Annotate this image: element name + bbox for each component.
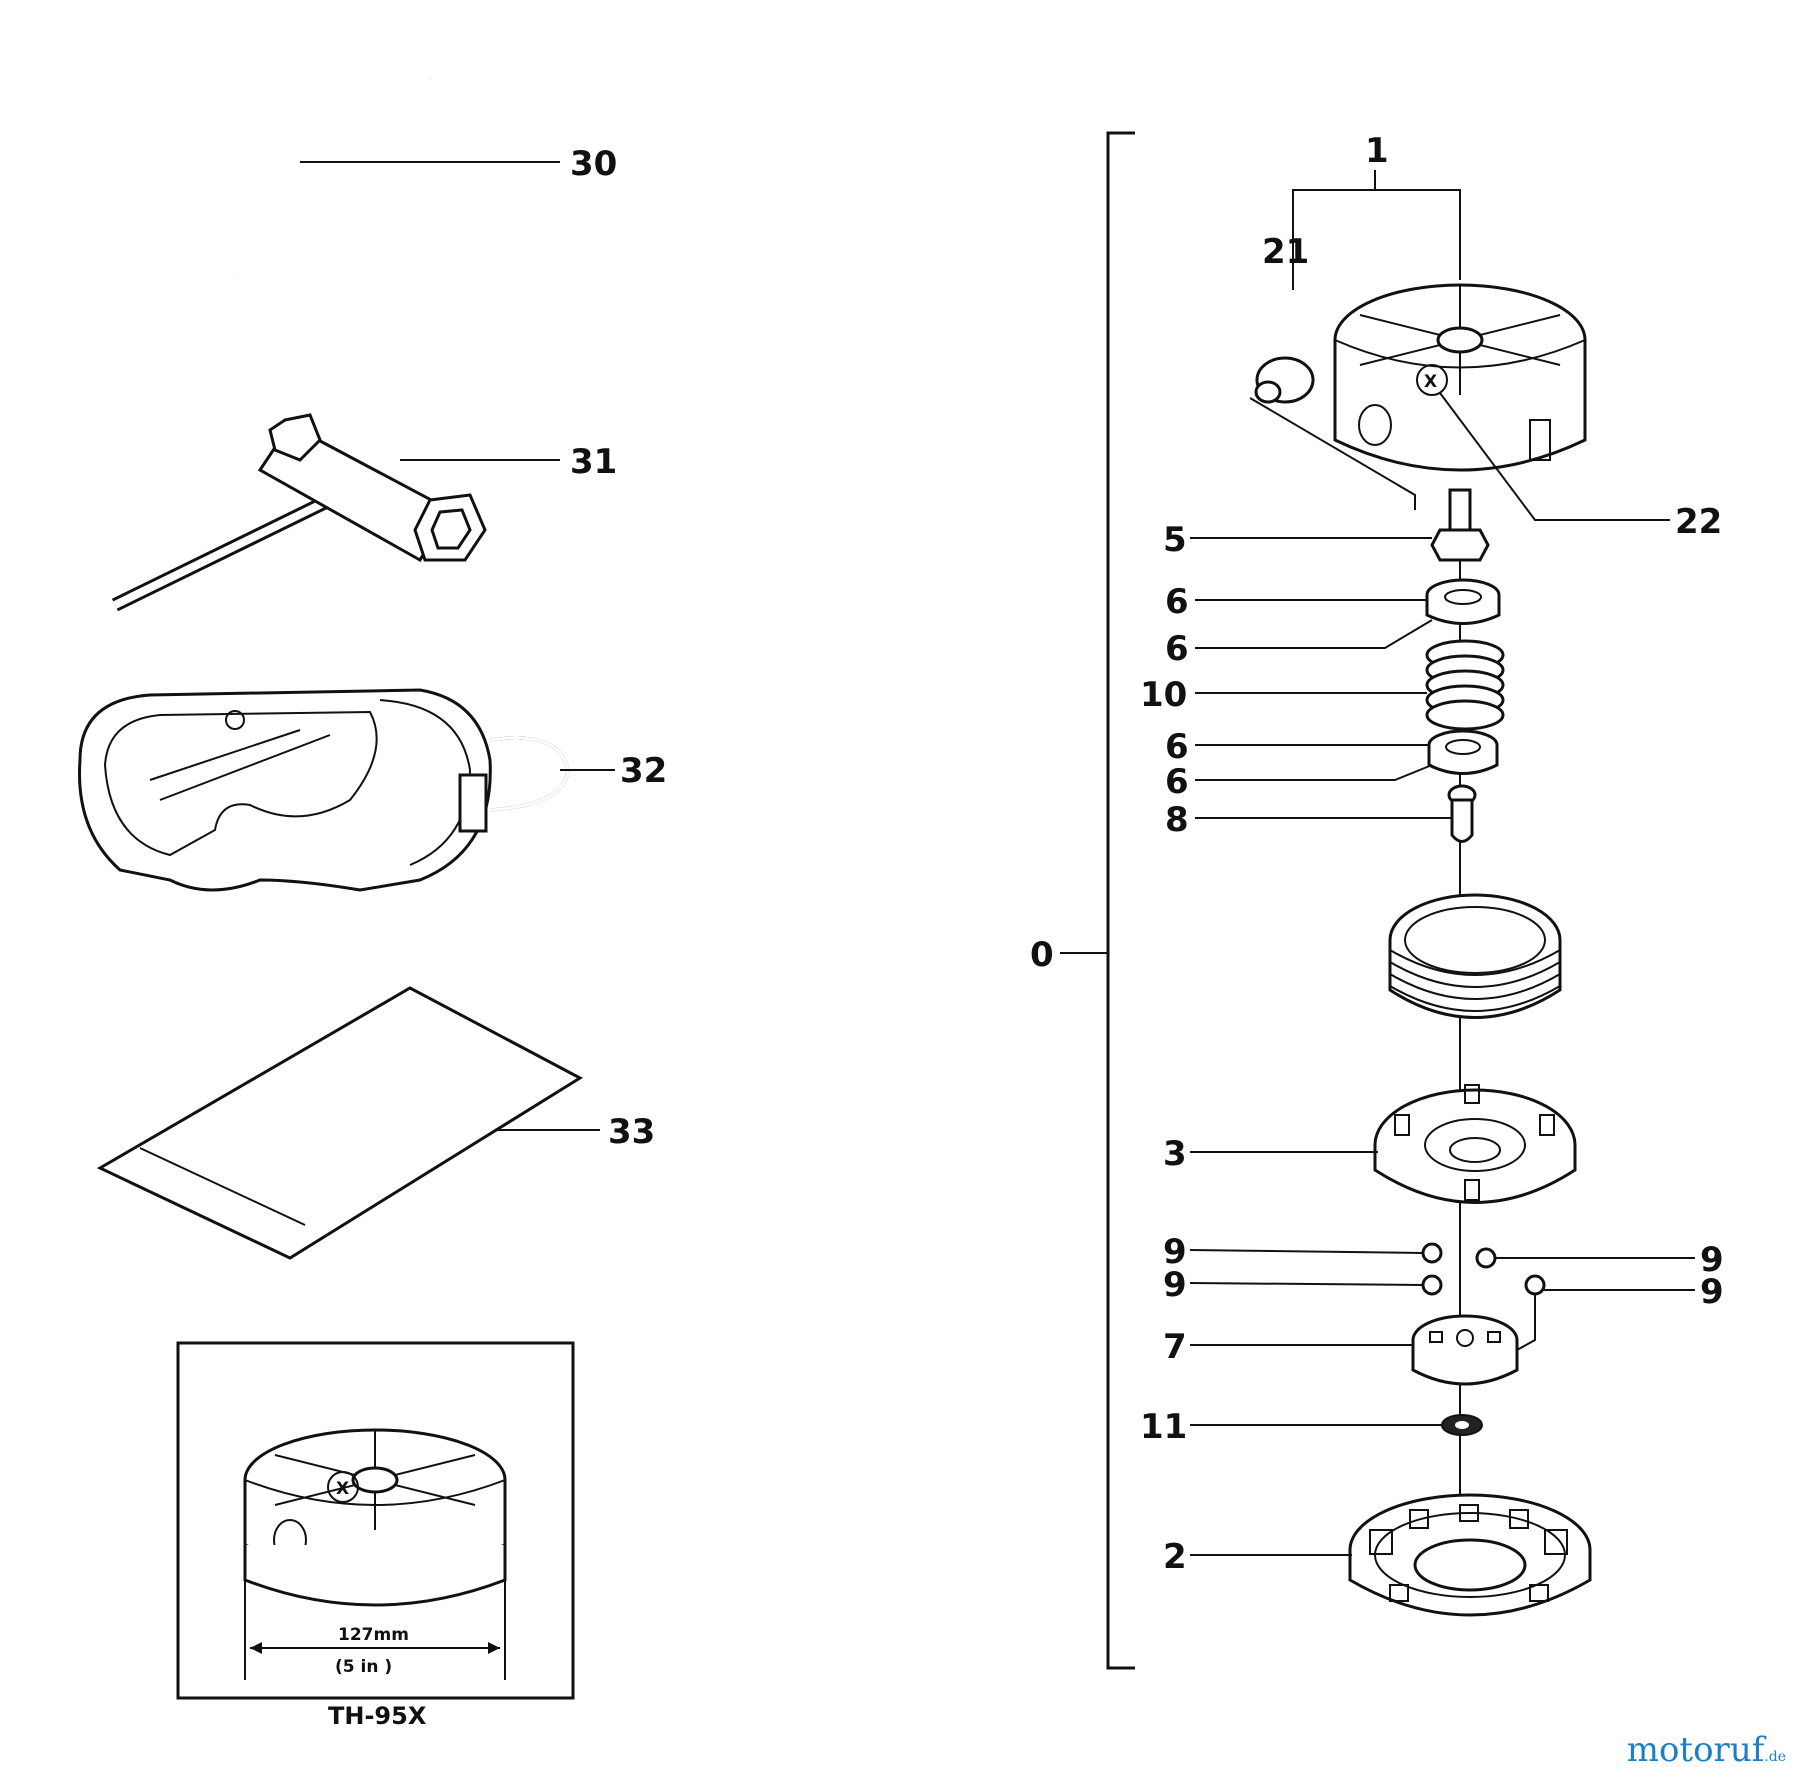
inset-box: X xyxy=(176,1341,575,1700)
spring-cup-lower xyxy=(1427,729,1499,775)
assembly-bracket xyxy=(1106,131,1135,1670)
inset-head-mark: X xyxy=(336,1479,349,1499)
bracket-1 xyxy=(1292,189,1461,290)
cap-mark: X xyxy=(1424,372,1437,392)
label-1: 1 xyxy=(1365,131,1389,171)
label-22: 22 xyxy=(1675,502,1722,542)
inset-model-label: TH-95X xyxy=(328,1702,427,1730)
watermark-tld: .de xyxy=(1764,1749,1786,1765)
label-2: 2 xyxy=(1163,1537,1187,1577)
leader-9b xyxy=(1189,1282,1424,1286)
label-0: 0 xyxy=(1030,935,1054,975)
inset-dimension-mm: 127mm xyxy=(338,1625,409,1645)
spring-cup-upper xyxy=(1425,578,1501,625)
label-10: 10 xyxy=(1140,675,1187,715)
label-6c: 6 xyxy=(1165,727,1189,767)
hub-7 xyxy=(1411,1314,1519,1386)
leader-22 xyxy=(1439,392,1670,521)
knob-21 xyxy=(1254,356,1315,404)
label-32: 32 xyxy=(620,751,667,791)
leader-9a xyxy=(1189,1249,1424,1254)
label-6d: 6 xyxy=(1165,762,1189,802)
hex-key-illustration xyxy=(143,76,431,278)
balls-9 xyxy=(1421,1242,1546,1296)
leader-6b xyxy=(1195,619,1433,649)
label-6a: 6 xyxy=(1165,582,1189,622)
label-9b: 9 xyxy=(1163,1265,1187,1305)
label-9d: 9 xyxy=(1700,1272,1724,1312)
label-21: 21 xyxy=(1262,232,1309,272)
bolt-5 xyxy=(1430,488,1490,562)
manual-illustration xyxy=(96,986,584,1260)
leader-21 xyxy=(1249,397,1416,510)
label-9a: 9 xyxy=(1163,1232,1187,1272)
spring-10 xyxy=(1425,639,1505,731)
pin-8 xyxy=(1447,784,1477,843)
label-8: 8 xyxy=(1165,800,1189,840)
line-spool xyxy=(1388,893,1562,1019)
plug-wrench-illustration xyxy=(111,413,487,612)
leader-7b xyxy=(1516,1295,1536,1351)
spool-holder-3 xyxy=(1373,1084,1577,1204)
label-33: 33 xyxy=(608,1112,655,1152)
goggles-illustration xyxy=(78,688,570,892)
housing-2 xyxy=(1348,1493,1592,1617)
leader-6d xyxy=(1195,764,1433,781)
top-cap xyxy=(1333,283,1587,472)
label-6b: 6 xyxy=(1165,629,1189,669)
label-30: 30 xyxy=(570,144,617,184)
label-5: 5 xyxy=(1163,520,1187,560)
label-7: 7 xyxy=(1163,1327,1187,1367)
label-11: 11 xyxy=(1140,1407,1187,1447)
label-3: 3 xyxy=(1163,1134,1187,1174)
watermark-brand: motoruf xyxy=(1626,1730,1765,1770)
label-31: 31 xyxy=(570,442,617,482)
watermark-logo: motoruf.de xyxy=(1627,1730,1786,1770)
inset-dimension-in: (5 in ) xyxy=(335,1657,392,1677)
label-9c: 9 xyxy=(1700,1240,1724,1280)
washer-hole xyxy=(1455,1421,1469,1429)
